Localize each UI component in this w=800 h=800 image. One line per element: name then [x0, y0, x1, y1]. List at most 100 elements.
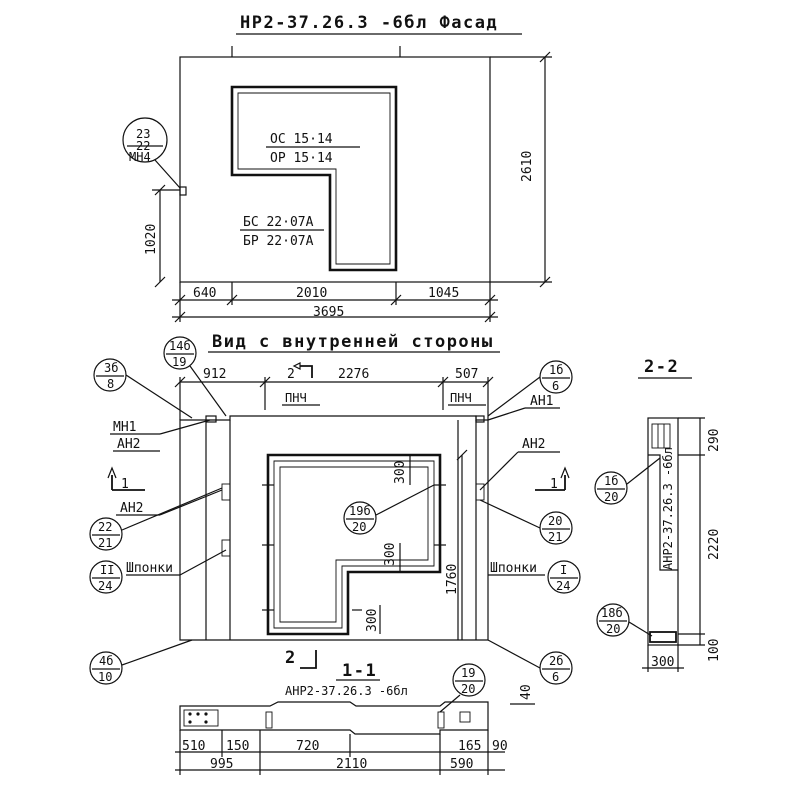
inner-view: Вид с внутренней стороны 912 2276 507 2 …	[89, 332, 581, 685]
inner-dim-507: 507	[455, 367, 478, 382]
section-11-profile	[179, 701, 489, 735]
facade-dim-640: 640	[193, 286, 216, 301]
svg-text:I: I	[560, 563, 567, 577]
facade-bubble-top: 23	[136, 127, 150, 141]
svg-text:1б: 1б	[549, 363, 563, 377]
bubble-19b-20: 19б 20	[343, 484, 435, 535]
svg-text:19: 19	[461, 666, 475, 680]
inner-dim-2276: 2276	[338, 367, 369, 382]
bubble-18b-20: 18б 20	[596, 603, 653, 637]
section-22-title: 2-2	[644, 357, 679, 377]
facade-bubble-bot: МН4	[129, 150, 151, 164]
inner-dim-300-mid: 300	[383, 543, 398, 566]
bubble-3b-8: 3б 8	[93, 358, 193, 419]
section-11-dim-510: 510	[182, 739, 205, 754]
an2-arrow-label: АН2	[120, 501, 143, 516]
svg-text:4б: 4б	[99, 654, 113, 668]
svg-text:20: 20	[461, 682, 475, 696]
section-2-bottom-label: 2	[285, 648, 297, 668]
section-2-2: 2-2 АНР2-37.26.3 -6бл 290 2220 100 300 1…	[594, 357, 722, 672]
svg-text:18б: 18б	[601, 606, 623, 620]
section-11-dim-2110: 2110	[336, 757, 367, 772]
inner-panel-outline	[179, 415, 489, 641]
svg-text:20: 20	[604, 490, 618, 504]
an1-label: АН1	[530, 394, 553, 409]
bubble-1b-6: 1б 6	[487, 360, 573, 417]
section-11-dim-90: 90	[492, 739, 508, 754]
an2-left-label: АН2	[117, 437, 140, 452]
facade-bubble-mid: 22	[136, 139, 150, 153]
svg-text:20: 20	[352, 520, 366, 534]
facade-bubble	[122, 117, 168, 163]
inner-dim-912: 912	[203, 367, 226, 382]
opening-top-label-1: ОС 15·14	[270, 132, 333, 147]
facade-view: НР2-37.26.3 -6бл Фасад ОС 15·14 ОР 15·14…	[122, 13, 552, 323]
inner-opening	[266, 453, 442, 636]
an2-right-label: АН2	[522, 437, 545, 452]
bubble-4b-10: 4б 10	[89, 639, 193, 685]
facade-opening	[230, 85, 398, 272]
facade-panel-outline	[179, 56, 491, 283]
svg-text:20: 20	[606, 622, 620, 636]
bubble-22-21: 22 21	[89, 487, 223, 551]
svg-text:24: 24	[98, 579, 112, 593]
svg-text:19б: 19б	[349, 504, 371, 518]
section-11-dim-995: 995	[210, 757, 233, 772]
svg-text:1б: 1б	[604, 474, 618, 488]
bubble-19-20: 19 20	[439, 663, 486, 713]
section-11-dim-720: 720	[296, 739, 319, 754]
section-2-top-label: 2	[287, 367, 295, 382]
svg-text:21: 21	[98, 536, 112, 550]
bubble-14b-19: 14б 19	[163, 336, 227, 417]
facade-dim-3695: 3695	[313, 305, 344, 320]
svg-text:14б: 14б	[169, 339, 191, 353]
svg-text:10: 10	[98, 670, 112, 684]
section-1-right-label: 1	[550, 477, 558, 492]
svg-text:24: 24	[556, 579, 570, 593]
inner-dim-1760: 1760	[445, 564, 460, 595]
section-11-mark: АНР2-37.26.3 -6бл	[285, 684, 408, 698]
section-22-dim-2220: 2220	[707, 529, 722, 560]
pnch-right-label: ПНЧ	[450, 391, 472, 405]
opening-top-label-2: ОР 15·14	[270, 151, 333, 166]
section-22-profile	[647, 417, 679, 646]
svg-text:8: 8	[107, 377, 114, 391]
bubble-1b-20: 1б 20	[594, 457, 661, 505]
svg-text:3б: 3б	[104, 361, 118, 375]
inner-view-title: Вид с внутренней стороны	[212, 332, 494, 352]
opening-bot-label-1: БС 22·07А	[243, 215, 314, 230]
svg-text:2б: 2б	[549, 654, 563, 668]
section-22-dim-290: 290	[707, 429, 722, 452]
section-11-dim-150: 150	[226, 739, 249, 754]
bubble-II-24: II 24	[89, 560, 123, 594]
opening-bot-label-2: БР 22·07А	[243, 234, 314, 249]
shponki-right-label: Шпонки	[490, 561, 537, 576]
svg-text:19: 19	[172, 355, 186, 369]
svg-text:20: 20	[548, 514, 562, 528]
bubble-20-21: 20 21	[479, 499, 573, 545]
svg-text:6: 6	[552, 670, 559, 684]
facade-dim-1020: 1020	[144, 224, 159, 255]
bubble-2b-6: 2б 6	[487, 639, 573, 685]
section-1-1: 1-1 АНР2-37.26.3 -6бл 19 20 40 510	[175, 661, 535, 775]
svg-text:21: 21	[548, 530, 562, 544]
inner-dim-300-bot: 300	[365, 609, 380, 632]
facade-title: НР2-37.26.3 -6бл Фасад	[240, 13, 498, 33]
shponki-left-label: Шпонки	[126, 561, 173, 576]
section-22-dim-100: 100	[707, 639, 722, 662]
pnch-left-label: ПНЧ	[285, 391, 307, 405]
svg-text:II: II	[100, 563, 114, 577]
svg-text:22: 22	[98, 520, 112, 534]
section-11-dim-590: 590	[450, 757, 473, 772]
section-11-title: 1-1	[342, 661, 377, 681]
svg-text:6: 6	[552, 379, 559, 393]
section-11-dim-40: 40	[519, 684, 534, 700]
section-1-left-label: 1	[121, 477, 129, 492]
section-22-mark: АНР2-37.26.3 -6бл	[661, 447, 675, 570]
section-11-dim-165: 165	[458, 739, 481, 754]
inner-dim-300-top: 300	[393, 461, 408, 484]
facade-dim-2010: 2010	[296, 286, 327, 301]
facade-dim-1045: 1045	[428, 286, 459, 301]
facade-dim-2610: 2610	[520, 151, 535, 182]
